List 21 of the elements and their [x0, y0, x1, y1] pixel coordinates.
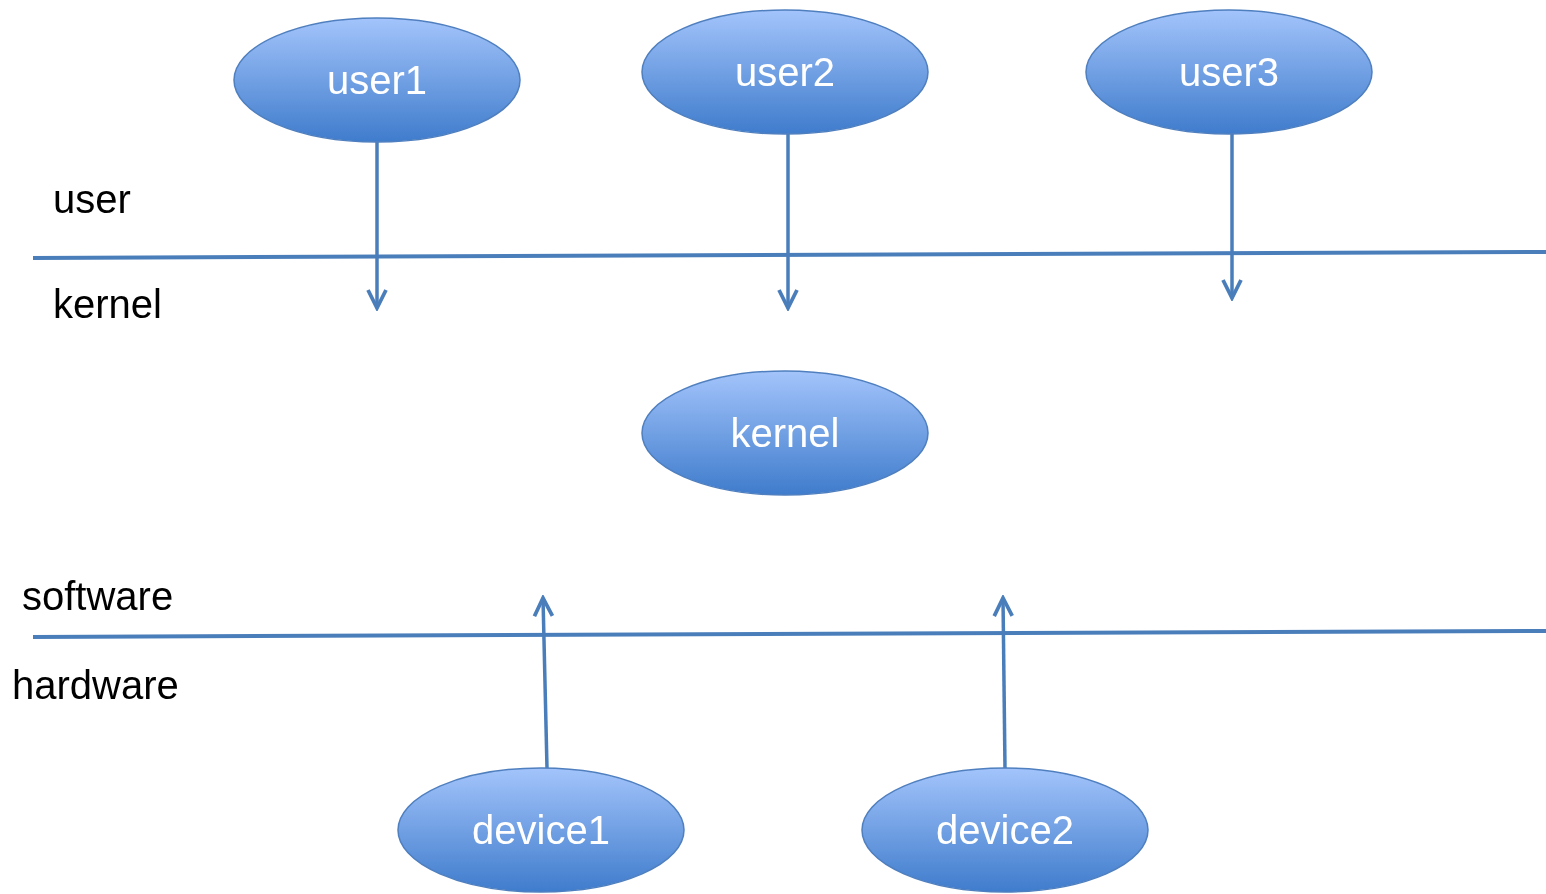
arrow — [1221, 134, 1243, 300]
layer-label: software — [22, 573, 174, 620]
arrow — [777, 134, 799, 310]
node-label: device1 — [472, 810, 610, 850]
node-label: user3 — [1178, 52, 1280, 92]
layer-label: user — [53, 176, 131, 223]
node-label: user1 — [326, 60, 428, 100]
ellipse-node — [1084, 8, 1374, 136]
arrow — [992, 596, 1015, 769]
ellipse-node — [640, 8, 930, 136]
node-label: user2 — [734, 52, 836, 92]
layer-label: kernel — [53, 281, 162, 328]
ellipse-node — [396, 766, 686, 894]
ellipse-node — [640, 369, 930, 497]
node-label: kernel — [730, 413, 840, 453]
node-label: device2 — [936, 810, 1074, 850]
arrow — [366, 142, 388, 310]
arrow — [532, 596, 555, 769]
ellipse-node — [860, 766, 1150, 894]
ellipse-node — [232, 16, 522, 144]
layer-label: hardware — [12, 662, 179, 709]
